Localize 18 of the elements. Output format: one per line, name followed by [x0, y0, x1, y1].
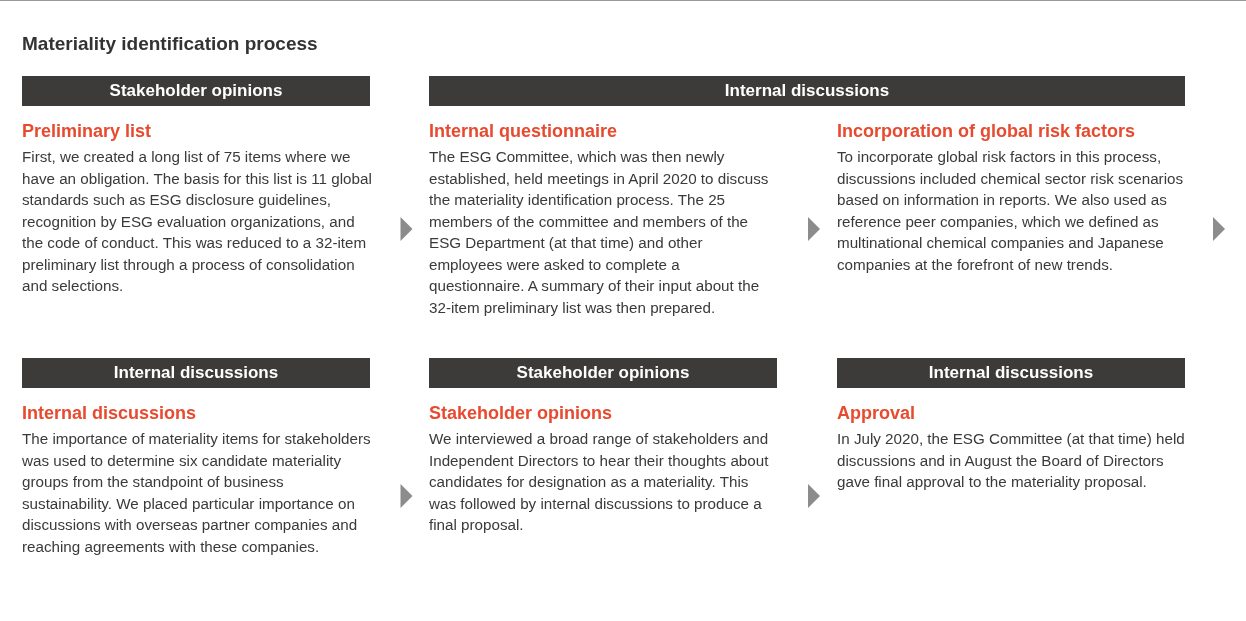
diagram-title: Materiality identification process	[22, 33, 318, 55]
step-description: In July 2020, the ESG Committee (at that time) held discussions and in August the Board of Directors gave final approval to the materiality proposal.	[837, 429, 1186, 492]
step-description: We interviewed a broad range of stakeholders and Independent Directors to hear their thoughts about candidates for designation as a materiality. This was followed by internal discussions to produce a final proposal.	[429, 429, 770, 535]
step-heading: Approval	[837, 403, 915, 424]
section-header-bar: Internal discussions	[22, 358, 370, 388]
step-heading: Incorporation of global risk factors	[837, 121, 1136, 142]
step-heading: Internal questionnaire	[429, 121, 618, 142]
step-description: The ESG Committee, which was then newly established, held meetings in April 2020 to discuss the materiality identification process. The 25 members of the committee and members of the ESG Department (at that time) and other employees were asked to complete a questionnaire. A summary of their input about the 32-item preliminary list was then prepared.	[429, 147, 770, 318]
section-header-bar: Stakeholder opinions	[429, 358, 777, 388]
step-heading: Stakeholder opinions	[429, 403, 613, 424]
section-header-bar: Internal discussions	[837, 358, 1185, 388]
step-description: To incorporate global risk factors in this process, discussions included chemical sector risk scenarios based on information in reports. We also used as reference peer companies, which we defined as multinational chemical companies and Japanese companies at the forefront of new trends.	[837, 147, 1185, 275]
section-header-bar: Stakeholder opinions	[22, 76, 370, 106]
step-description: First, we created a long list of 75 items where we have an obligation. The basis for this list is 11 global standards such as ESG disclosure guidelines, recognition by ESG evaluation organizations, and the code of conduct. This was reduced to a 32-item preliminary list through a process of consolidation and selections.	[22, 147, 372, 296]
step-heading: Internal discussions	[22, 403, 197, 424]
step-description: The importance of materiality items for stakeholders was used to determine six candidate materiality groups from the standpoint of business sustainability. We placed particular importance on discussions with overseas partner companies and reaching agreements with these companies.	[22, 429, 372, 557]
section-header-bar: Internal discussions	[429, 76, 1185, 106]
step-heading: Preliminary list	[22, 121, 152, 142]
